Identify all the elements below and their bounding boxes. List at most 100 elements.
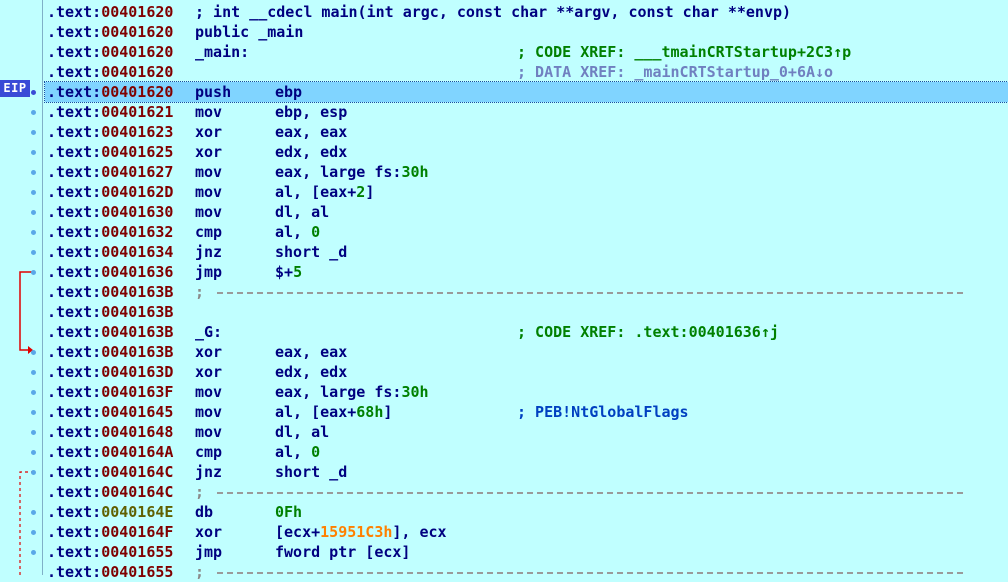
address-offset: 0040163D bbox=[101, 363, 174, 381]
operands[interactable]: edx, edx bbox=[275, 362, 347, 382]
operands[interactable]: dl, al bbox=[275, 202, 329, 222]
listing-row[interactable]: .text:00401620; int __cdecl main(int arg… bbox=[45, 2, 1008, 22]
breakpoint-dot[interactable] bbox=[31, 270, 36, 275]
breakpoint-dot[interactable] bbox=[31, 250, 36, 255]
address-offset: 00401634 bbox=[101, 243, 174, 261]
breakpoint-dot[interactable] bbox=[31, 470, 36, 475]
address-offset: 00401620 bbox=[101, 43, 174, 61]
breakpoint-dot[interactable] bbox=[31, 550, 36, 555]
breakpoint-dot[interactable] bbox=[31, 230, 36, 235]
address-colon: : bbox=[92, 23, 102, 41]
mnemonic: xor bbox=[195, 363, 223, 381]
address-offset: 0040163B bbox=[101, 303, 174, 321]
listing-row[interactable]: .text:0040163B_G:; CODE XREF: .text:0040… bbox=[45, 322, 1008, 342]
operands[interactable]: al, 0 bbox=[275, 442, 320, 462]
breakpoint-dot[interactable] bbox=[31, 370, 36, 375]
operands[interactable]: eax, large fs:30h bbox=[275, 162, 429, 182]
address-offset: 00401625 bbox=[101, 143, 174, 161]
address: .text:00401630 bbox=[47, 202, 173, 222]
operands[interactable]: al, 0 bbox=[275, 222, 320, 242]
operand-number: 2 bbox=[356, 183, 366, 201]
listing-row[interactable]: .text:00401655; bbox=[45, 562, 1008, 582]
operand-number: 0 bbox=[311, 443, 321, 461]
breakpoint-dot[interactable] bbox=[31, 190, 36, 195]
operands[interactable]: al, [eax+2] bbox=[275, 182, 374, 202]
address-colon: : bbox=[92, 103, 102, 121]
address: .text:0040164C bbox=[47, 462, 173, 482]
breakpoint-dot[interactable] bbox=[31, 210, 36, 215]
mnemonic: xor bbox=[195, 123, 223, 141]
breakpoint-dot[interactable] bbox=[31, 430, 36, 435]
breakpoint-dot[interactable] bbox=[31, 450, 36, 455]
jump-arrows bbox=[19, 271, 34, 575]
operands[interactable]: dl, al bbox=[275, 422, 329, 442]
operands[interactable]: ebp, esp bbox=[275, 102, 347, 122]
breakpoint-dot[interactable] bbox=[31, 510, 36, 515]
breakpoint-dot[interactable] bbox=[31, 130, 36, 135]
operands[interactable]: eax, eax bbox=[275, 342, 347, 362]
listing-row[interactable]: .text:0040163B bbox=[45, 302, 1008, 322]
operands[interactable]: 0Fh bbox=[275, 502, 302, 522]
segment-name: .text bbox=[47, 143, 93, 161]
operands[interactable]: eax, large fs:30h bbox=[275, 382, 429, 402]
operands[interactable]: short _d bbox=[275, 462, 347, 482]
address-colon: : bbox=[92, 383, 102, 401]
operand-text: eax, eax bbox=[275, 123, 348, 141]
separator-semicolon: ; bbox=[195, 563, 205, 581]
operands[interactable]: [ecx+15951C3h], ecx bbox=[275, 522, 447, 542]
address: .text:00401620 bbox=[47, 42, 173, 62]
listing-row[interactable]: .text:0040164C; bbox=[45, 482, 1008, 502]
operands[interactable]: edx, edx bbox=[275, 142, 347, 162]
address-offset: 00401636 bbox=[101, 263, 174, 281]
operands[interactable]: fword ptr [ecx] bbox=[275, 542, 410, 562]
operands[interactable]: eax, eax bbox=[275, 122, 347, 142]
address-offset: 0040163B bbox=[101, 343, 174, 361]
address-offset: 0040163B bbox=[101, 283, 174, 301]
operands[interactable]: short _d bbox=[275, 242, 347, 262]
disassembly-listing[interactable]: .text:00401620; int __cdecl main(int arg… bbox=[44, 2, 1008, 582]
listing-row[interactable]: .text:00401620_main:; CODE XREF: ___tmai… bbox=[45, 42, 1008, 62]
segment-name: .text bbox=[47, 503, 93, 521]
breakpoint-dot[interactable] bbox=[31, 350, 36, 355]
breakpoint-dot[interactable] bbox=[31, 150, 36, 155]
operand-tail: ], ecx bbox=[392, 523, 447, 541]
breakpoint-dot[interactable] bbox=[31, 410, 36, 415]
breakpoint-dot[interactable] bbox=[31, 110, 36, 115]
operands[interactable]: ebp bbox=[275, 82, 302, 102]
address: .text:0040163B bbox=[47, 322, 173, 342]
address: .text:0040163F bbox=[47, 382, 173, 402]
listing-row[interactable]: .text:00401620; DATA XREF: _mainCRTStart… bbox=[45, 62, 1008, 82]
breakpoint-dot[interactable] bbox=[31, 170, 36, 175]
address-colon: : bbox=[92, 123, 102, 141]
address: .text:00401620 bbox=[47, 22, 173, 42]
operands[interactable]: $+5 bbox=[275, 262, 302, 282]
breakpoint-dot[interactable] bbox=[31, 390, 36, 395]
operands[interactable]: al, [eax+68h] bbox=[275, 402, 392, 422]
breakpoint-dot[interactable] bbox=[31, 530, 36, 535]
segment-name: .text bbox=[47, 183, 93, 201]
breakpoint-dot[interactable] bbox=[31, 90, 36, 95]
address: .text:00401620 bbox=[47, 62, 173, 82]
listing-row[interactable]: .text:0040163B; bbox=[45, 282, 1008, 302]
